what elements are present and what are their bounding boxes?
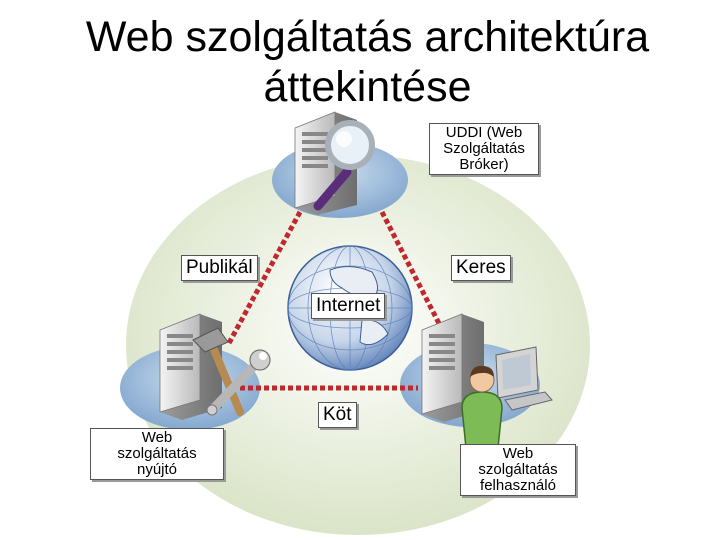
user-icon xyxy=(461,365,503,449)
consumer-label: Web szolgáltatás felhasználó xyxy=(460,444,576,496)
find-label-text: Keres xyxy=(456,257,506,278)
provider-label-line-2: szolgáltatás xyxy=(117,445,197,462)
page-title: Web szolgáltatás architektúra áttekintés… xyxy=(0,12,720,112)
provider-label-line-1: Web xyxy=(141,429,173,446)
consumer-label-line-3: felhasználó xyxy=(480,477,556,494)
title-line-1: Web szolgáltatás architektúra xyxy=(85,13,650,61)
broker-label-line-1: UDDI (Web xyxy=(445,124,523,141)
broker-label: UDDI (Web Szolgáltatás Bróker) xyxy=(429,123,539,175)
wrench-icon xyxy=(206,349,271,416)
internet-label-text: Internet xyxy=(316,295,381,316)
publish-label: Publikál xyxy=(181,255,258,281)
publish-label-text: Publikál xyxy=(186,257,253,278)
broker-label-line-3: Bróker) xyxy=(459,156,509,173)
hammer-icon xyxy=(192,327,244,416)
provider-label: Web szolgáltatás nyújtó xyxy=(90,428,224,480)
title-line-2: áttekintése xyxy=(263,63,472,111)
find-connector xyxy=(379,210,453,347)
consumer-label-line-1: Web xyxy=(502,445,534,462)
provider-label-line-3: nyújtó xyxy=(136,461,178,478)
publish-connector xyxy=(225,210,303,347)
consumer-label-line-2: szolgáltatás xyxy=(478,461,558,478)
find-label: Keres xyxy=(451,255,511,281)
bind-label-text: Köt xyxy=(323,404,352,425)
computer-icon xyxy=(495,346,553,411)
magnifier-icon xyxy=(313,120,375,211)
bind-label: Köt xyxy=(318,402,357,428)
broker-label-line-2: Szolgáltatás xyxy=(443,140,525,157)
internet-label: Internet xyxy=(311,293,386,319)
